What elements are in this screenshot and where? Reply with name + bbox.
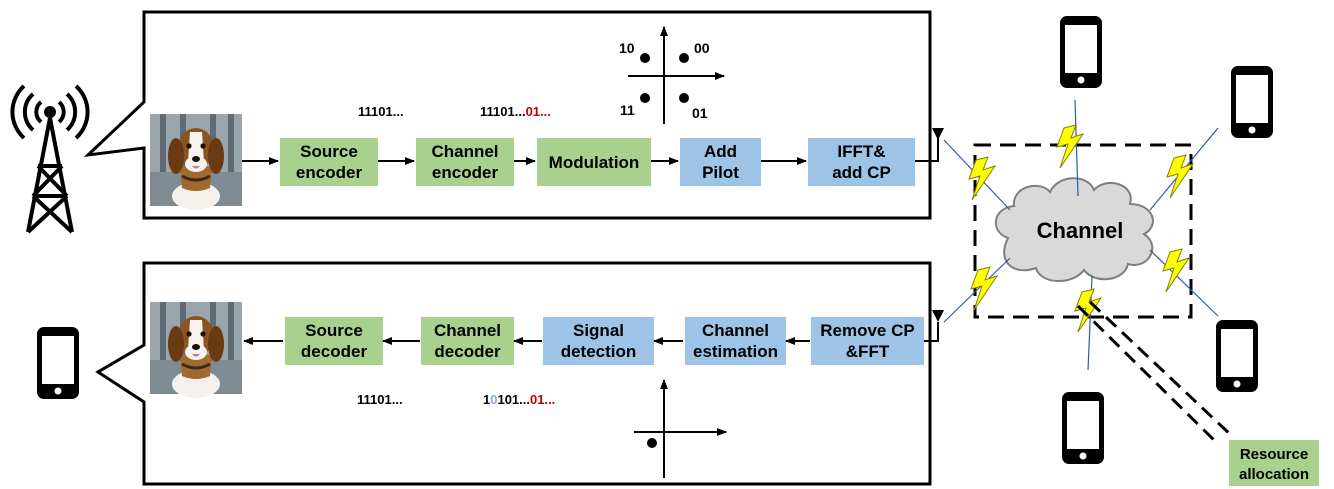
- modulation-block: [537, 138, 651, 186]
- constellation-label-01: 01: [692, 105, 708, 121]
- constellation-label-00: 00: [694, 40, 710, 56]
- constellation-point: [679, 93, 689, 103]
- add-pilot-block: [680, 138, 761, 186]
- constellation-point: [640, 93, 650, 103]
- channel-decoder-block-label: Channel: [434, 321, 501, 340]
- source-decoder-block-label: Source: [305, 321, 363, 340]
- tx-constellation: 10 00 11 01: [619, 26, 725, 124]
- tx-source-bits: 11101...: [358, 104, 404, 119]
- constellation-label-11: 11: [620, 102, 635, 118]
- ifft-add-cp-block-label: add CP: [832, 163, 891, 182]
- resource-allocation-label-line2: allocation: [1239, 466, 1309, 483]
- rx-channel-bits: 10101...01...: [483, 392, 555, 407]
- channel-decoder-block-label: decoder: [434, 342, 501, 361]
- signal-detection-block-label: detection: [561, 342, 637, 361]
- receiver-phone-icon: [37, 327, 79, 399]
- channel-region: [973, 143, 1193, 319]
- remove-cp-fft-block: [811, 317, 924, 365]
- base-station-tower-icon: [10, 84, 90, 234]
- remove-cp-fft-block-label: Remove CP: [820, 321, 914, 340]
- output-image-dog: [148, 300, 244, 400]
- user-phone-icon: [1216, 320, 1258, 392]
- rx-antenna-feed: [924, 322, 939, 342]
- add-pilot-block-label: Pilot: [702, 163, 739, 182]
- lightning-icon: [1162, 248, 1190, 293]
- rx-source-bits: 11101...: [357, 392, 403, 407]
- signal-detection-block-label: Signal: [573, 321, 624, 340]
- signal-detection-block: [543, 317, 654, 365]
- tx-antenna-icon: [932, 128, 944, 140]
- channel-encoder-block: [416, 138, 514, 186]
- link-line: [1074, 99, 1079, 197]
- lightning-icon: [968, 156, 996, 201]
- source-encoder-block-label: encoder: [296, 163, 363, 182]
- source-encoder-block: [280, 138, 378, 186]
- remove-cp-fft-block-label: &FFT: [846, 342, 890, 361]
- user-phone-icon: [1231, 66, 1273, 138]
- input-image-dog: [148, 112, 244, 212]
- link-line: [943, 257, 1011, 323]
- constellation-point: [679, 53, 689, 63]
- lightning-icon: [1166, 154, 1194, 199]
- ifft-add-cp-block: [808, 138, 915, 186]
- tx-channel-bits: 11101...01...: [480, 104, 551, 119]
- channel-cloud: [994, 177, 1154, 283]
- constellation-label-10: 10: [619, 40, 635, 56]
- channel-encoder-block-label: encoder: [432, 163, 499, 182]
- resource-allocation-label-line1: Resource: [1240, 446, 1308, 463]
- channel-label: Channel: [1037, 218, 1124, 243]
- ifft-add-cp-block-label: IFFT&: [837, 142, 885, 161]
- source-decoder-block-label: decoder: [301, 342, 368, 361]
- user-phone-icon: [1062, 392, 1104, 464]
- resource-link-dashed: [1088, 300, 1234, 438]
- rx-antenna-icon: [932, 310, 944, 322]
- channel-encoder-block-label: Channel: [431, 142, 498, 161]
- received-symbol-point: [647, 438, 657, 448]
- channel-decoder-block: [421, 317, 514, 365]
- channel-estimation-block: [685, 317, 786, 365]
- source-encoder-block-label: Source: [300, 142, 358, 161]
- channel-estimation-block-label: estimation: [693, 342, 778, 361]
- modulation-block-label: Modulation: [549, 153, 640, 172]
- channel-estimation-block-label: Channel: [702, 321, 769, 340]
- resource-allocation-box: [1229, 440, 1319, 486]
- resource-link-dashed: [1076, 304, 1216, 442]
- add-pilot-block-label: Add: [704, 142, 737, 161]
- source-decoder-block: [285, 317, 383, 365]
- constellation-point: [640, 53, 650, 63]
- user-phone-icon: [1060, 16, 1102, 88]
- rx-constellation: [634, 379, 727, 478]
- link-line: [1149, 249, 1219, 317]
